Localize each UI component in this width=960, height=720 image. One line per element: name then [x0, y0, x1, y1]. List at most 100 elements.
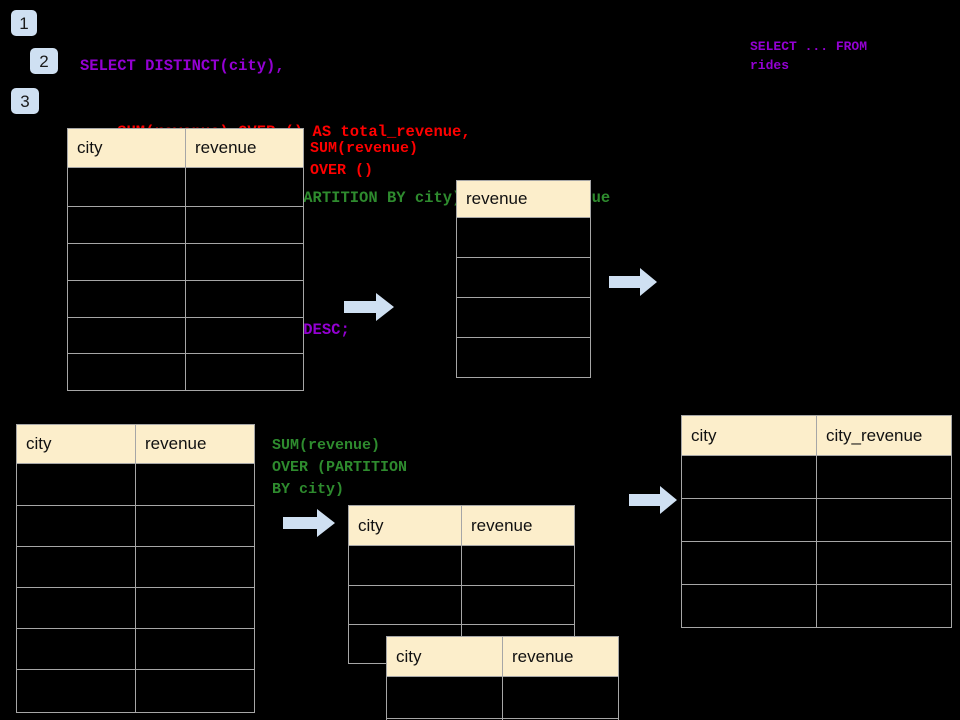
cell-city	[348, 585, 462, 625]
result-table: city city_revenue	[681, 415, 952, 628]
table-row	[16, 505, 255, 547]
table-row	[67, 317, 304, 354]
total-revenue-table: revenue	[456, 180, 591, 378]
cell-city	[67, 317, 186, 354]
cell-city	[386, 676, 503, 719]
table-row	[16, 546, 255, 588]
right-arrow-icon	[629, 486, 677, 514]
column-header-city: city	[386, 636, 503, 677]
table-header-row: city revenue	[16, 424, 255, 464]
partition-table-back: city revenue	[348, 505, 575, 664]
cell-city	[67, 353, 186, 391]
cell-revenue	[456, 217, 591, 258]
table-row	[67, 353, 304, 391]
cell-revenue	[135, 546, 255, 588]
cell-city	[681, 498, 817, 542]
cell-revenue	[185, 317, 304, 354]
arrow-total-to-result	[609, 267, 657, 297]
cell-revenue	[185, 206, 304, 244]
right-arrow-icon	[344, 293, 394, 321]
cell-revenue	[461, 545, 575, 586]
table-row	[386, 676, 619, 719]
step-badge-1-label: 1	[19, 13, 29, 33]
cell-revenue	[135, 628, 255, 670]
cell-city	[681, 455, 817, 499]
cell-city	[16, 463, 136, 506]
cell-revenue	[135, 669, 255, 713]
step-badge-2: 2	[30, 48, 58, 74]
step-badge-1: 1	[11, 10, 37, 36]
cell-revenue	[135, 587, 255, 629]
cell-city	[681, 584, 817, 628]
cell-city	[67, 243, 186, 281]
step-badge-3: 3	[11, 88, 39, 114]
cell-city-revenue	[816, 498, 952, 542]
table-header-row: city revenue	[386, 636, 619, 677]
cell-city	[348, 545, 462, 586]
cell-revenue	[185, 353, 304, 391]
cell-revenue	[456, 337, 591, 378]
column-header-city: city	[348, 505, 462, 546]
cell-revenue	[135, 505, 255, 547]
cell-city	[67, 167, 186, 207]
table-row	[456, 337, 591, 378]
column-header-revenue: revenue	[135, 424, 255, 464]
table-row	[16, 669, 255, 713]
cell-revenue	[185, 243, 304, 281]
table-row	[16, 463, 255, 506]
table-row	[456, 257, 591, 298]
table-row	[681, 541, 952, 585]
cell-city	[16, 546, 136, 588]
table-row	[16, 587, 255, 629]
arrow-partition-to-result	[629, 485, 677, 515]
cell-revenue	[135, 463, 255, 506]
cell-city	[16, 628, 136, 670]
table-row	[348, 585, 575, 625]
cell-city-revenue	[816, 541, 952, 585]
cell-revenue	[461, 585, 575, 625]
arrow-source-to-partition	[283, 508, 335, 538]
table-row	[67, 167, 304, 207]
cell-city	[67, 280, 186, 318]
cell-revenue	[502, 718, 619, 720]
step-badge-2-label: 2	[39, 51, 49, 71]
cell-city-revenue	[816, 584, 952, 628]
table-row	[67, 243, 304, 281]
cell-city-revenue	[816, 455, 952, 499]
cell-revenue	[502, 676, 619, 719]
cell-city	[681, 541, 817, 585]
table-row	[456, 217, 591, 258]
column-header-revenue: revenue	[185, 128, 304, 168]
annotation-sum-over-empty: SUM(revenue) OVER ()	[310, 140, 419, 179]
cell-city	[16, 669, 136, 713]
sql-line-select: SELECT DISTINCT(city),	[80, 57, 285, 75]
right-arrow-icon	[609, 268, 657, 296]
right-arrow-icon	[283, 509, 335, 537]
column-header-revenue: revenue	[502, 636, 619, 677]
annotation-sum-over-partition: SUM(revenue) OVER (PARTITION BY city)	[272, 437, 408, 498]
cell-revenue	[456, 257, 591, 298]
column-header-city: city	[67, 128, 186, 168]
table-row	[67, 280, 304, 318]
table-row	[681, 584, 952, 628]
table-header-row: city city_revenue	[681, 415, 952, 456]
table-row	[16, 628, 255, 670]
cell-city	[16, 587, 136, 629]
cell-revenue	[456, 297, 591, 338]
cell-revenue	[185, 280, 304, 318]
table-row	[386, 718, 619, 720]
table-header-row: city revenue	[348, 505, 575, 546]
cell-city	[16, 505, 136, 547]
column-header-city: city	[681, 415, 817, 456]
table-header-row: revenue	[456, 180, 591, 218]
source-table-top: city revenue	[67, 128, 304, 391]
table-row	[456, 297, 591, 338]
column-header-city: city	[16, 424, 136, 464]
arrow-source-to-total	[344, 292, 394, 322]
table-row	[681, 455, 952, 499]
step-badge-3-label: 3	[20, 91, 30, 111]
table-header-row: city revenue	[67, 128, 304, 168]
source-table-bottom: city revenue	[16, 424, 255, 713]
annotation-select-from: SELECT ... FROM rides	[750, 39, 868, 73]
